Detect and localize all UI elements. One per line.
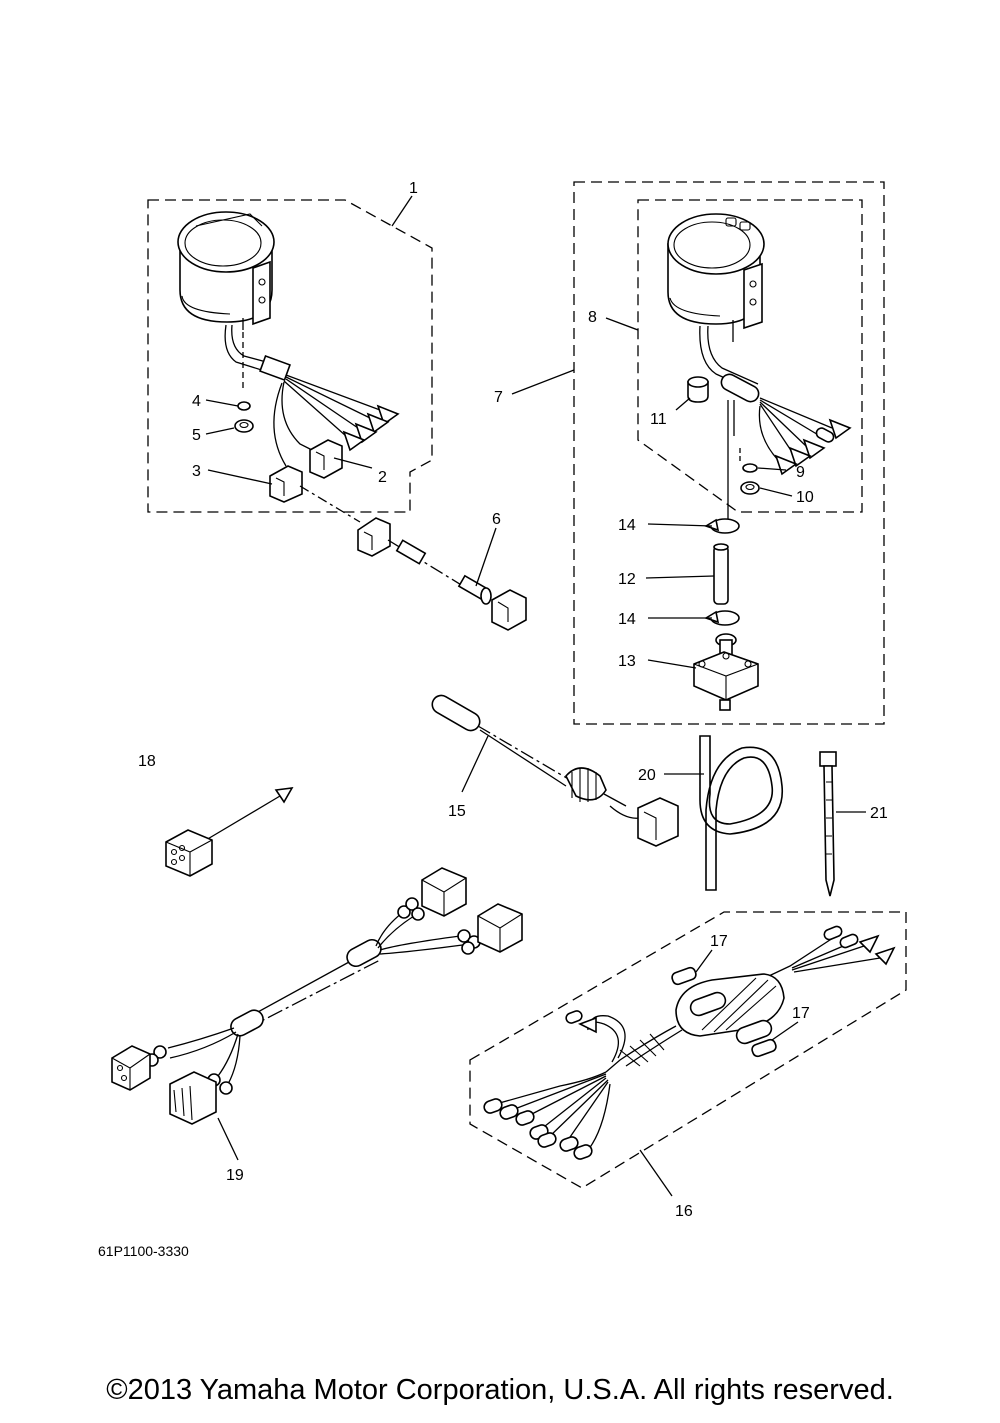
connector-2 <box>309 439 343 479</box>
extension-harness-6 <box>299 485 527 631</box>
cable-tie-21 <box>819 751 837 897</box>
group-1-boundary <box>147 199 433 513</box>
callout-11: 11 <box>650 411 667 428</box>
washer-4 <box>237 401 251 411</box>
callout-21: 21 <box>870 805 888 822</box>
tube-20 <box>699 735 783 891</box>
nut-5 <box>234 419 254 433</box>
group-8-boundary <box>637 199 863 513</box>
callout-labels: 1 2 3 4 5 6 7 8 9 10 11 12 13 14 14 15 1… <box>98 180 888 1259</box>
callout-20: 20 <box>638 767 656 784</box>
clamp-14-upper <box>704 518 740 534</box>
callout-10: 10 <box>796 489 814 506</box>
sensor-13 <box>693 633 759 711</box>
leader-lines <box>205 195 866 1197</box>
callout-8: 8 <box>588 309 597 326</box>
callout-5: 5 <box>192 427 201 444</box>
callout-14-upper: 14 <box>618 517 636 534</box>
group-7-gauge-kit <box>573 181 885 725</box>
terminal-17-upper <box>671 966 697 986</box>
terminal-17-lower <box>751 1038 777 1058</box>
group-16-boundary <box>469 911 907 1189</box>
connector-18 <box>165 787 294 877</box>
callout-12: 12 <box>618 571 636 588</box>
gauge-8 <box>667 213 765 330</box>
callout-3: 3 <box>192 463 201 480</box>
callout-15: 15 <box>448 803 466 820</box>
cap-11 <box>687 376 709 403</box>
callout-7: 7 <box>494 389 503 406</box>
diagram-code: 61P1100-3330 <box>98 1243 189 1259</box>
connector-3 <box>269 465 303 503</box>
cable-15 <box>431 694 679 847</box>
callout-9: 9 <box>796 464 805 481</box>
callout-2: 2 <box>378 469 387 486</box>
harness-16 <box>469 911 907 1189</box>
nut-10 <box>740 481 760 495</box>
group-1-gauge-kit <box>147 199 433 513</box>
callout-19: 19 <box>226 1167 244 1184</box>
callout-17-upper: 17 <box>710 933 728 950</box>
callout-1: 1 <box>409 180 418 197</box>
hose-12 <box>713 543 729 605</box>
copyright-notice: ©2013 Yamaha Motor Corporation, U.S.A. A… <box>106 1374 894 1406</box>
group-7-boundary <box>573 181 885 725</box>
washer-9 <box>742 463 758 473</box>
callout-4: 4 <box>192 393 201 410</box>
callout-14-lower: 14 <box>618 611 636 628</box>
gauge-1 <box>177 211 275 326</box>
harness-19 <box>111 867 523 1125</box>
callout-6: 6 <box>492 511 501 528</box>
callout-18: 18 <box>138 753 156 770</box>
callout-17-lower: 17 <box>792 1005 810 1022</box>
callout-16: 16 <box>675 1203 693 1220</box>
callout-13: 13 <box>618 653 636 670</box>
